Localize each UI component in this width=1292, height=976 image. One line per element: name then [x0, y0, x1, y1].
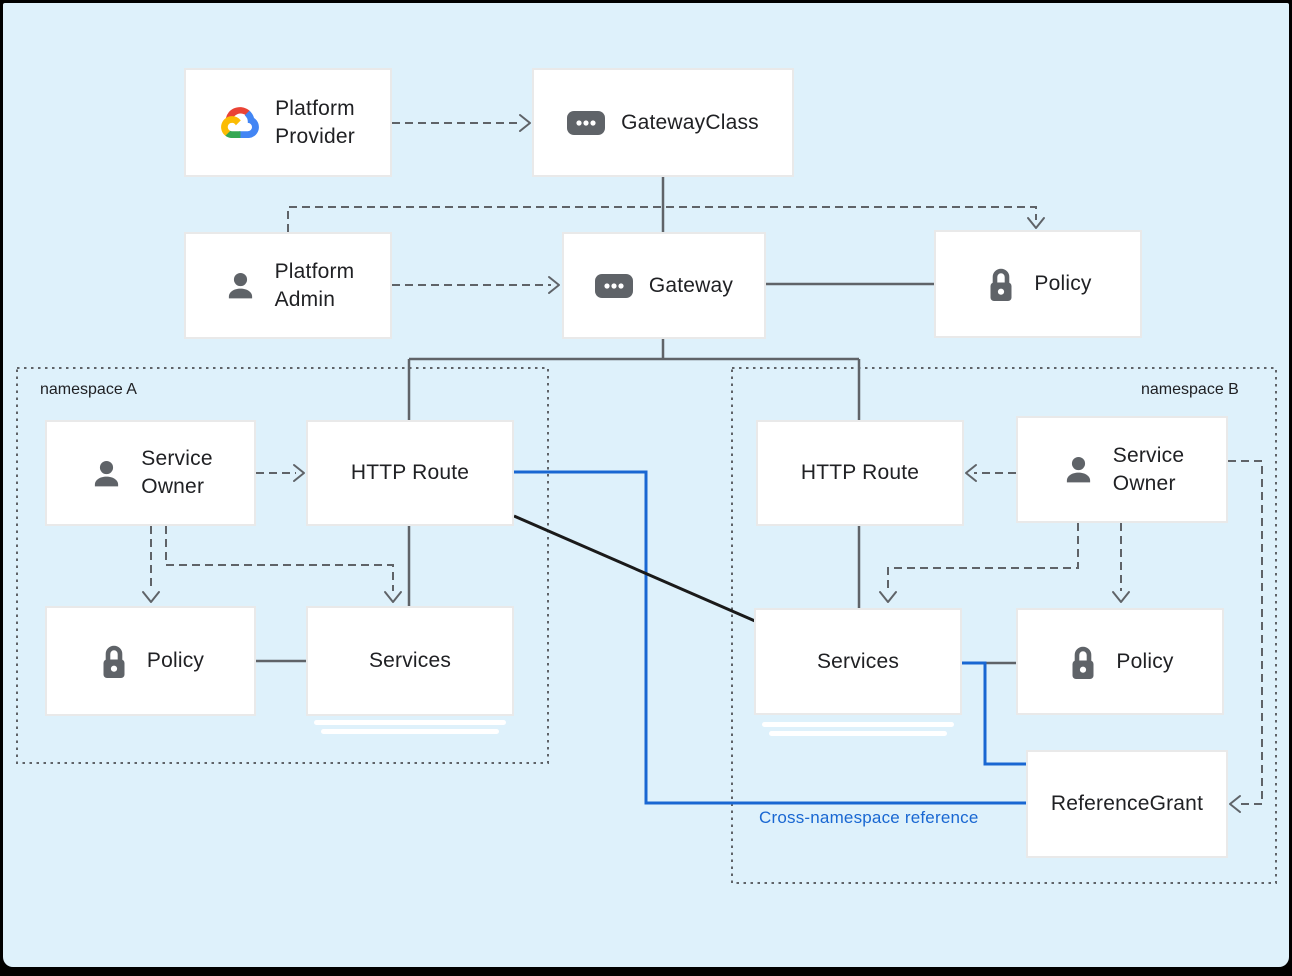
- edge-services-b-referencegrant: [962, 661, 1026, 766]
- node-gateway: Gateway: [562, 232, 766, 339]
- resource-chip-icon: [567, 110, 606, 135]
- cross-namespace-reference-label: Cross-namespace reference: [759, 808, 979, 827]
- arrow-down-policy-top: [1027, 217, 1045, 229]
- edge-owner-a-services-a: [165, 526, 394, 591]
- arrow-right-httproute-a: [293, 464, 305, 482]
- arrow-left-httproute-b: [965, 464, 977, 482]
- node-label: Services: [816, 649, 900, 673]
- node-policy-b: Policy: [1016, 608, 1224, 715]
- namespace-b-border: [731, 367, 1277, 884]
- services-stack-lines: [314, 720, 954, 736]
- node-http-route-a: HTTP Route: [306, 420, 514, 526]
- edge-owner-b-services-b: [887, 523, 1079, 591]
- namespace-a-label: namespace A: [40, 381, 137, 398]
- node-label-line2: Admin: [274, 287, 336, 311]
- arrow-down-policy-a: [142, 591, 160, 603]
- solid-edges: [256, 177, 1016, 665]
- edge-gateway-httproutes-branch: [407, 339, 861, 420]
- google-cloud-icon: [221, 107, 259, 138]
- node-label: ReferenceGrant: [1050, 792, 1204, 815]
- node-services-b: Services: [754, 608, 962, 715]
- node-label: Gateway: [648, 273, 734, 297]
- node-label-line1: Platform: [275, 96, 355, 120]
- node-label: Service Owner: [1113, 442, 1184, 498]
- arrow-right-gatewayclass: [519, 114, 531, 132]
- lock-icon: [1072, 646, 1094, 679]
- node-label-line1: Service: [1112, 443, 1185, 467]
- services-b-stack-2: [769, 731, 947, 736]
- node-services-a: Services: [306, 606, 514, 716]
- node-service-owner-b: Service Owner: [1016, 416, 1228, 523]
- resource-chip-icon: [594, 273, 633, 298]
- node-reference-grant: ReferenceGrant: [1026, 750, 1228, 858]
- node-gateway-class: GatewayClass: [532, 68, 794, 177]
- person-icon: [95, 460, 119, 486]
- connector-layer: [16, 114, 1277, 884]
- node-label: Platform Admin: [275, 258, 355, 314]
- namespace-a-border: [16, 367, 549, 764]
- node-label: Policy: [1116, 649, 1174, 673]
- node-http-route-b: HTTP Route: [756, 420, 964, 526]
- arrow-down-services-a: [384, 591, 402, 603]
- lock-icon: [990, 268, 1012, 301]
- node-service-owner-a: Service Owner: [45, 420, 256, 526]
- node-platform-admin: Platform Admin: [184, 232, 392, 339]
- node-label: Platform Provider: [275, 95, 355, 151]
- edge-cross-namespace-reference: [514, 470, 1026, 805]
- arrow-down-policy-b: [1112, 591, 1130, 603]
- node-policy-a: Policy: [45, 606, 256, 716]
- arrow-down-services-b: [879, 591, 897, 603]
- node-label: Services: [368, 649, 452, 672]
- dashed-edges: [150, 122, 1263, 805]
- diagram-canvas: namespace A namespace B Platform Provide…: [3, 3, 1289, 967]
- edge-httproute-a-services-b: [513, 514, 756, 623]
- node-label: GatewayClass: [621, 110, 759, 134]
- lock-icon: [103, 645, 125, 678]
- arrowheads: [142, 114, 1241, 813]
- node-label-line1: Platform: [274, 259, 355, 283]
- person-icon: [228, 272, 252, 299]
- node-label: Policy: [146, 649, 205, 672]
- edge-owner-b-referencegrant: [1228, 460, 1263, 805]
- node-label: Service Owner: [141, 445, 212, 501]
- namespace-b-label: namespace B: [1141, 381, 1239, 398]
- node-label-line2: Provider: [275, 124, 355, 148]
- node-policy-top: Policy: [934, 230, 1142, 338]
- node-platform-provider: Platform Provider: [184, 68, 392, 177]
- arrow-right-gateway: [548, 276, 560, 294]
- node-label-line2: Owner: [1112, 471, 1176, 495]
- node-label: Policy: [1034, 272, 1092, 295]
- services-b-stack-1: [762, 722, 954, 727]
- services-a-stack-1: [314, 720, 506, 725]
- person-icon: [1066, 456, 1090, 483]
- node-label-line2: Owner: [141, 475, 205, 498]
- node-label: HTTP Route: [350, 461, 470, 484]
- blue-edges: [514, 470, 1026, 805]
- arrow-left-referencegrant: [1229, 795, 1241, 813]
- services-a-stack-2: [321, 729, 499, 734]
- node-label: HTTP Route: [800, 461, 920, 484]
- node-label-line1: Service: [141, 447, 213, 470]
